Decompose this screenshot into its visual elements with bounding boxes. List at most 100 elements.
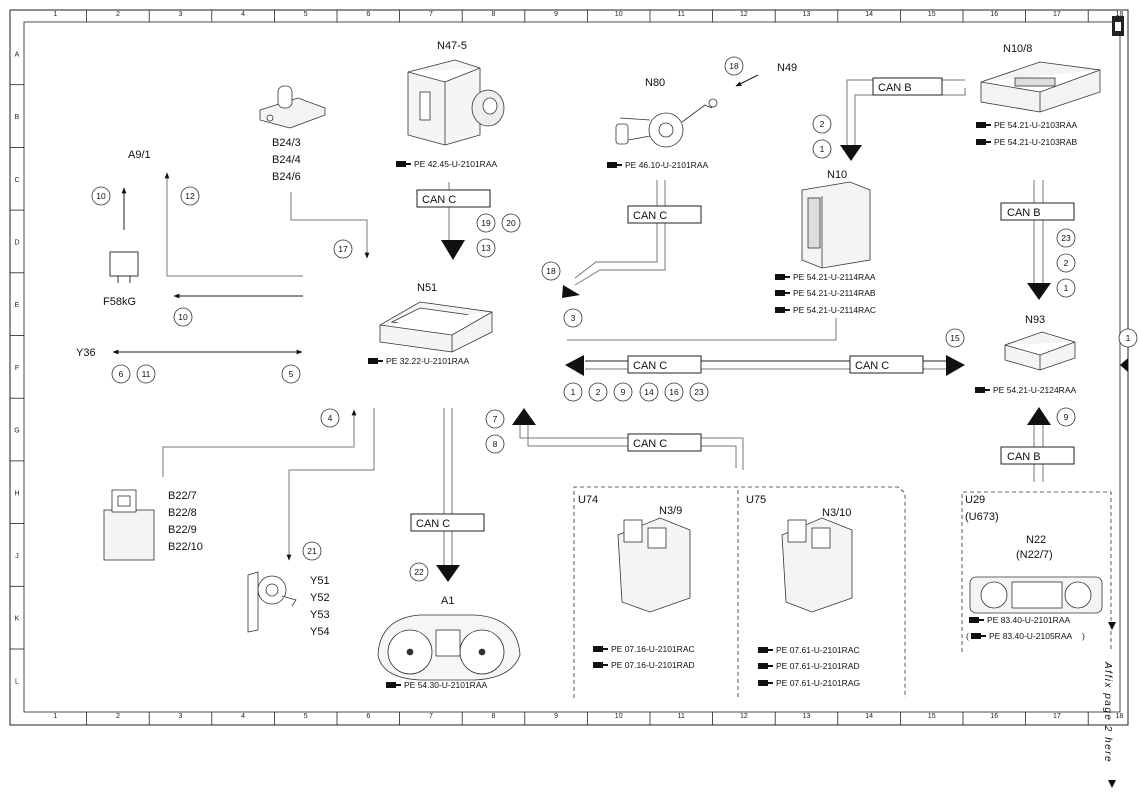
grid-col-label: 18: [1116, 713, 1124, 720]
circle-ref-c15: 15: [945, 328, 965, 348]
can-c-label-bus-right: CAN C: [855, 360, 889, 372]
grid-col-label: 13: [803, 713, 811, 720]
grid-col-label: 11: [678, 713, 685, 720]
grid-col-label: 15: [928, 11, 936, 18]
label-n3-10: N3/10: [822, 507, 851, 519]
label-b22-8: B22/8: [168, 507, 197, 519]
circle-number: 18: [546, 266, 556, 276]
reference-hand-icon: [976, 139, 991, 145]
grid-col-label: 7: [429, 11, 433, 18]
circle-number: 4: [328, 413, 333, 423]
grid-col-label: 10: [615, 713, 623, 720]
reference-label-n10-8-a: PE 54.21-U-2103RAA: [994, 120, 1077, 130]
a1-instrument-cluster-drawing: [377, 614, 521, 681]
circle-ref-c2a: 2: [812, 114, 832, 134]
reference-hand-icon: [976, 122, 991, 128]
grid-col-label: 4: [241, 713, 245, 720]
reference-label-n93: PE 54.21-U-2124RAA: [993, 385, 1076, 395]
grid-col-label: 10: [615, 11, 623, 18]
circle-ref-c9a: 9: [613, 382, 633, 402]
label-n80: N80: [645, 77, 665, 89]
circle-number: 12: [185, 191, 195, 201]
n10-unit-drawing: [801, 181, 871, 269]
grid-col-label: 16: [990, 713, 998, 720]
circle-number: 23: [694, 387, 704, 397]
grid-col-label: 5: [304, 11, 308, 18]
n3-10-ecu-drawing: [781, 517, 853, 613]
circle-number: 23: [1061, 233, 1071, 243]
circle-ref-c23a: 23: [1056, 228, 1076, 248]
component-labels: N47-5 N80 N49 N10/8 N10 N51 N93 A9/1 B24…: [76, 40, 1053, 638]
label-f58kg: F58kG: [103, 296, 136, 308]
reference-label-a1: PE 54.30-U-2101RAA: [404, 680, 487, 690]
b22-sensor-drawing: [103, 489, 155, 561]
grid-col-label: 11: [678, 11, 685, 18]
can-c-label-n47: CAN C: [422, 194, 456, 206]
reference-hand-icon: [775, 307, 790, 313]
grid-row-label: E: [15, 302, 20, 309]
circle-ref-c10a: 10: [91, 186, 111, 206]
can-b-label-top: CAN B: [878, 82, 912, 94]
circle-ref-c10b: 10: [173, 307, 193, 327]
grid-col-label: 17: [1053, 713, 1061, 720]
grid-marks: [10, 10, 1089, 725]
label-b24-3: B24/3: [272, 137, 301, 149]
circle-ref-c6: 6: [111, 364, 131, 384]
circle-ref-c1d: 1: [563, 382, 583, 402]
can-b-label-u29: CAN B: [1007, 451, 1041, 463]
label-b22-10: B22/10: [168, 541, 203, 553]
grid-row-label: F: [15, 365, 19, 372]
circle-number: 6: [119, 369, 124, 379]
grid-row-label: L: [15, 678, 19, 685]
label-y51: Y51: [310, 575, 330, 587]
grid-row-label: D: [14, 239, 19, 246]
grid-col-label: 1: [53, 713, 57, 720]
circle-number: 10: [96, 191, 106, 201]
reference-hand-icon: [775, 290, 790, 296]
affix-arrows: [1108, 622, 1116, 788]
circle-number: 7: [493, 414, 498, 424]
grid-col-label: 8: [492, 11, 496, 18]
grid-col-label: 14: [865, 713, 873, 720]
b24-sensor-drawing: [259, 85, 326, 129]
circle-ref-c1b: 1: [1056, 278, 1076, 298]
circle-ref-c5: 5: [281, 364, 301, 384]
frame-inner: [23, 21, 1121, 713]
circle-ref-c21: 21: [302, 541, 322, 561]
circle-number: 20: [506, 218, 516, 228]
grid-row-label: A: [15, 51, 20, 58]
reference-hand-icon: [758, 663, 773, 669]
reference-label-n10-b: PE 54.21-U-2114RAB: [793, 288, 876, 298]
grid-col-label: 16: [990, 11, 998, 18]
circle-ref-c19: 19: [476, 213, 496, 233]
grid-row-label: B: [15, 114, 20, 121]
grid-col-label: 13: [803, 11, 811, 18]
label-y53: Y53: [310, 609, 330, 621]
circle-number: 8: [493, 439, 498, 449]
circle-ref-c18b: 18: [541, 261, 561, 281]
grid-row-label: H: [14, 490, 19, 497]
label-n10: N10: [827, 169, 847, 181]
label-b22-7: B22/7: [168, 490, 197, 502]
label-u673: (U673): [965, 511, 999, 523]
n22-climate-control-drawing: [969, 576, 1103, 614]
circle-number: 22: [414, 567, 424, 577]
label-u75: U75: [746, 494, 766, 506]
circle-ref-c16: 16: [664, 382, 684, 402]
affix-page-note: Affix page 2 here: [1102, 661, 1113, 763]
grid-labels: 1122334455667788991010111112121313141415…: [14, 11, 1123, 720]
grid-col-label: 6: [366, 11, 370, 18]
label-y36: Y36: [76, 347, 96, 359]
reference-label-n51: PE 32.22-U-2101RAA: [386, 356, 469, 366]
can-c-label-u74: CAN C: [633, 438, 667, 450]
circle-number: 5: [289, 369, 294, 379]
circle-number: 3: [571, 313, 576, 323]
reference-hand-icon: [758, 680, 773, 686]
label-n22: N22: [1026, 534, 1046, 546]
circle-ref-c8: 8: [485, 434, 505, 454]
reference-label-n47-5: PE 42.45-U-2101RAA: [414, 159, 497, 169]
circle-ref-c14: 14: [639, 382, 659, 402]
circle-ref-c11: 11: [136, 364, 156, 384]
can-labels: CAN B CAN B CAN B CAN C CAN C CAN C CAN …: [410, 77, 1075, 532]
